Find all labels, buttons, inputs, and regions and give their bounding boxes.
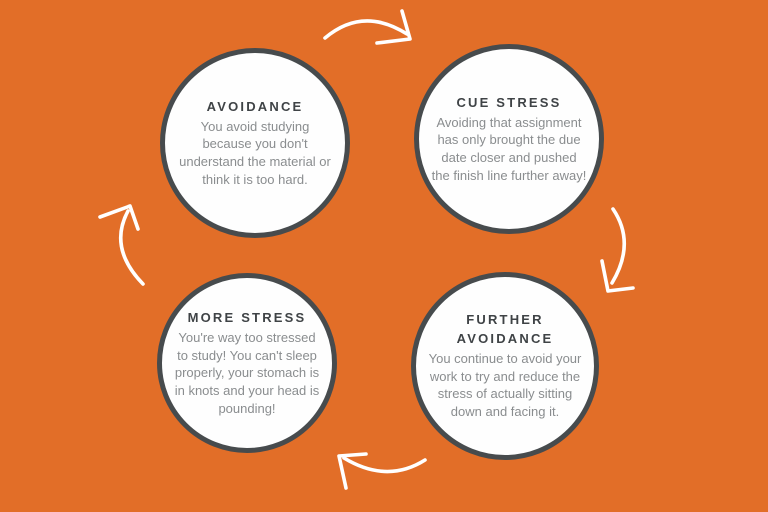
node-title: FURTHER AVOIDANCE: [456, 312, 554, 346]
cycle-node-avoidance: AVOIDANCE You avoid studying because you…: [160, 48, 350, 238]
cycle-node-further-avoidance: FURTHER AVOIDANCE You continue to avoid …: [411, 272, 599, 460]
cycle-arrow-left-icon: [98, 204, 145, 286]
node-body: You continue to avoid your work to try a…: [428, 350, 582, 419]
cycle-node-more-stress: MORE STRESS You're way too stressed to s…: [157, 273, 337, 453]
node-title: MORE STRESS: [187, 309, 307, 325]
cycle-arrow-bottom-icon: [337, 452, 427, 490]
cycle-node-cue-stress: CUE STRESS Avoiding that assignment has …: [414, 44, 604, 234]
node-body: You're way too stressed to study! You ca…: [174, 329, 320, 416]
node-body: Avoiding that assignment has only brough…: [431, 114, 587, 183]
node-body: You avoid studying because you don't und…: [179, 118, 331, 187]
cycle-arrow-right-icon: [600, 207, 635, 293]
node-title: AVOIDANCE: [206, 98, 304, 114]
node-title: CUE STRESS: [456, 94, 562, 110]
cycle-arrow-top-icon: [323, 9, 412, 45]
